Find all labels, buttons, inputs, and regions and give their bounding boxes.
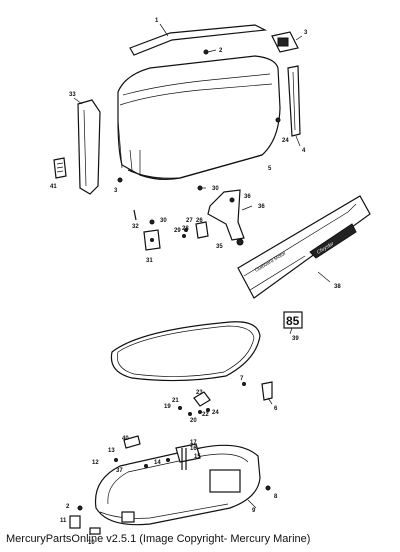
callout-15: 15 [194,454,201,460]
cowl-seal [110,321,261,382]
callout-39: 39 [292,336,299,342]
callout-28: 28 [182,226,189,232]
callout-30a: 30 [212,186,219,192]
callout-13: 13 [108,448,115,454]
callout-1: 1 [155,18,159,24]
callout-37: 37 [116,468,123,474]
callout-3: 3 [304,30,308,36]
callout-8: 8 [274,494,278,500]
callout-30b: 30 [160,218,167,224]
callout-11: 11 [60,518,67,524]
callout-27: 27 [186,218,193,224]
callout-35: 35 [216,244,223,250]
callout-5: 5 [268,166,272,172]
model-badge: 85 [286,314,300,328]
image-copyright-footer: MercuryPartsOnline v2.5.1 (Image Copyrig… [6,533,311,545]
bottom-cowl [69,381,273,535]
callout-36b: 36 [258,204,265,210]
callout-4: 4 [302,148,306,154]
callout-9: 9 [252,508,256,514]
callout-3b: 3 [114,188,118,194]
callout-2: 2 [219,48,223,54]
callout-10: 10 [88,540,95,546]
callout-numbers: 1 2 3 33 4 24 41 5 3 30 36 36 32 30 27 2… [50,18,341,546]
callout-23: 23 [196,390,203,396]
callout-31: 31 [146,258,153,264]
callout-6: 6 [274,406,278,412]
callout-19: 19 [164,404,171,410]
callout-41: 41 [50,184,57,190]
callout-26: 26 [196,218,203,224]
callout-2b: 2 [66,504,70,510]
callout-21: 21 [172,398,179,404]
callout-36a: 36 [244,194,251,200]
callout-32: 32 [132,224,139,230]
callout-12: 12 [92,460,99,466]
callout-33: 33 [69,92,76,98]
leader-lines [73,23,331,509]
callout-20: 20 [190,418,197,424]
callout-16: 16 [190,446,197,452]
callout-22: 22 [202,412,209,418]
callout-7a: 7 [240,376,244,382]
callout-29: 29 [174,228,181,234]
callout-40: 40 [122,436,129,442]
side-decal: Outboard Motor Chrysler 85 [237,195,371,329]
callout-38: 38 [334,284,341,290]
callout-24b: 24 [212,410,219,416]
callout-17: 17 [190,440,197,446]
callout-14: 14 [154,460,161,466]
top-cowl [53,24,301,251]
callout-24: 24 [282,138,289,144]
